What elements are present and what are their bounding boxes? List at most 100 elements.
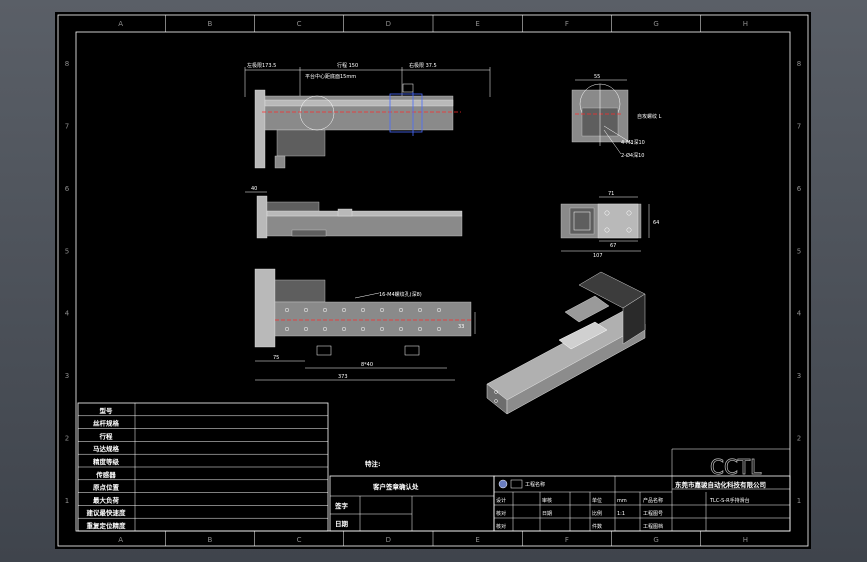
zone-col-H-top: H <box>743 20 748 28</box>
zone-col-E-top: E <box>475 20 479 28</box>
zone-col-F-bottom: F <box>565 536 569 544</box>
projection-label: 工程名称 <box>525 481 545 488</box>
zone-col-E-bottom: E <box>475 536 479 544</box>
mounting-hole <box>436 307 442 313</box>
company-logo: CCTL <box>710 455 762 479</box>
end-hole-b: 2-Ø4深10 <box>621 152 644 159</box>
dim-right-limit: 右极限 37.5 <box>409 62 437 69</box>
mounting-hole <box>398 326 404 332</box>
zone-row-1-left: 1 <box>65 497 69 505</box>
zone-col-C-top: C <box>297 20 302 28</box>
tb-scale-value: 1:1 <box>617 511 625 517</box>
tb-qty: 件数 <box>592 523 602 530</box>
spec-row-label: 型号 <box>100 406 114 415</box>
dim-side-height: 33 <box>458 324 464 330</box>
dim-travel: 行程 150 <box>337 62 358 69</box>
bottom-view: 16-M4螺纹孔(深8) 33 75 8*40 373 <box>254 268 476 381</box>
plate-view: 71 67 107 64 <box>560 191 659 259</box>
zone-row-2-left: 2 <box>65 434 69 442</box>
zone-row-7-left: 7 <box>65 123 69 131</box>
zone-col-A-bottom: A <box>118 536 123 544</box>
product-model: TLC-S-R手持滑台 <box>709 497 750 504</box>
motor-block <box>276 129 326 157</box>
mounting-hole <box>303 326 309 332</box>
dim-left-offset: 40 <box>251 186 257 192</box>
dim-span: 8*40 <box>361 362 373 368</box>
dim-plate-total: 107 <box>593 253 603 259</box>
zone-col-D-top: D <box>386 20 391 28</box>
confirm-block: 客户签章确认处 签字 日期 <box>329 475 495 532</box>
spec-row-label: 建议最快速度 <box>86 508 127 517</box>
mounting-hole <box>360 326 366 332</box>
mounting-hole <box>341 307 347 313</box>
mounting-hole <box>322 307 328 313</box>
remarks-label: 特注: <box>365 459 381 468</box>
zone-col-F-top: F <box>565 20 569 28</box>
rail-body-bottom <box>274 301 472 337</box>
zone-col-C-bottom: C <box>297 536 302 544</box>
spec-row-label: 最大负荷 <box>93 495 120 504</box>
tb-drawing-no: 工程图号 <box>643 510 663 517</box>
dim-end-top: 55 <box>594 74 600 80</box>
zone-col-A-top: A <box>118 20 123 28</box>
zone-row-4-left: 4 <box>65 310 70 318</box>
motor-mount <box>254 89 266 169</box>
mounting-holes <box>284 307 442 332</box>
zone-col-H-bottom: H <box>743 536 748 544</box>
tb-design: 设计 <box>496 497 506 504</box>
tb-verify: 核对 <box>496 523 506 530</box>
mounting-hole <box>360 307 366 313</box>
zone-row-7-right: 7 <box>797 123 801 131</box>
spec-row-label: 马达规格 <box>93 444 120 453</box>
zone-row-6-left: 6 <box>65 185 70 193</box>
zone-col-G-bottom: G <box>653 536 658 544</box>
zone-row-4-right: 4 <box>797 310 802 318</box>
mounting-hole <box>417 326 423 332</box>
mounting-hole <box>284 307 290 313</box>
zone-row-5-right: 5 <box>797 247 801 255</box>
tb-review: 审核 <box>542 497 552 504</box>
confirm-sign: 签字 <box>334 501 349 510</box>
mounting-hole <box>398 307 404 313</box>
tb-project-no: 工程图档 <box>643 523 663 530</box>
outer-frame <box>57 14 809 547</box>
dim-plate-top: 71 <box>608 191 614 197</box>
end-hole-note: 自攻螺纹 L <box>637 113 662 120</box>
spec-row-label: 原点位置 <box>93 483 120 492</box>
zone-row-3-left: 3 <box>65 372 69 380</box>
zone-col-B-top: B <box>207 20 212 28</box>
zone-col-B-bottom: B <box>207 536 212 544</box>
confirm-title: 客户签章确认处 <box>372 482 419 491</box>
projection-symbol-icon <box>498 479 508 489</box>
zone-row-2-right: 2 <box>797 434 801 442</box>
zone-row-5-left: 5 <box>65 247 69 255</box>
mounting-hole <box>322 326 328 332</box>
mounting-hole <box>284 326 290 332</box>
mounting-hole <box>417 307 423 313</box>
dim-plate-inner: 67 <box>610 243 616 249</box>
tb-unit-value: mm <box>617 498 627 504</box>
zone-row-3-right: 3 <box>797 372 801 380</box>
zone-column-markers: A A B B C C D D E E F F G G H H <box>118 15 748 546</box>
slot-note: 16-M4螺纹孔(深8) <box>379 291 422 298</box>
motor-circle <box>299 95 335 131</box>
spec-row-label: 重复定位精度 <box>87 521 127 530</box>
zone-row-8-left: 8 <box>65 60 69 68</box>
zone-row-1-right: 1 <box>797 497 801 505</box>
mounting-hole <box>436 326 442 332</box>
zone-col-D-bottom: D <box>386 536 391 544</box>
side-view: 40 <box>245 186 463 239</box>
end-view: 55 自攻螺纹 L 4-M3深10 2-Ø4深10 <box>571 74 662 159</box>
confirm-date: 日期 <box>335 519 349 528</box>
spec-row-label: 行程 <box>99 431 114 440</box>
dim-center-note: 平台中心距底面15mm <box>305 73 356 80</box>
tb-unit: 单位 <box>592 497 602 504</box>
spec-row-label: 传感器 <box>95 470 116 479</box>
isometric-view <box>486 271 646 415</box>
mounting-hole <box>379 307 385 313</box>
zone-col-G-top: G <box>653 20 658 28</box>
dim-plate-side: 64 <box>653 220 659 226</box>
